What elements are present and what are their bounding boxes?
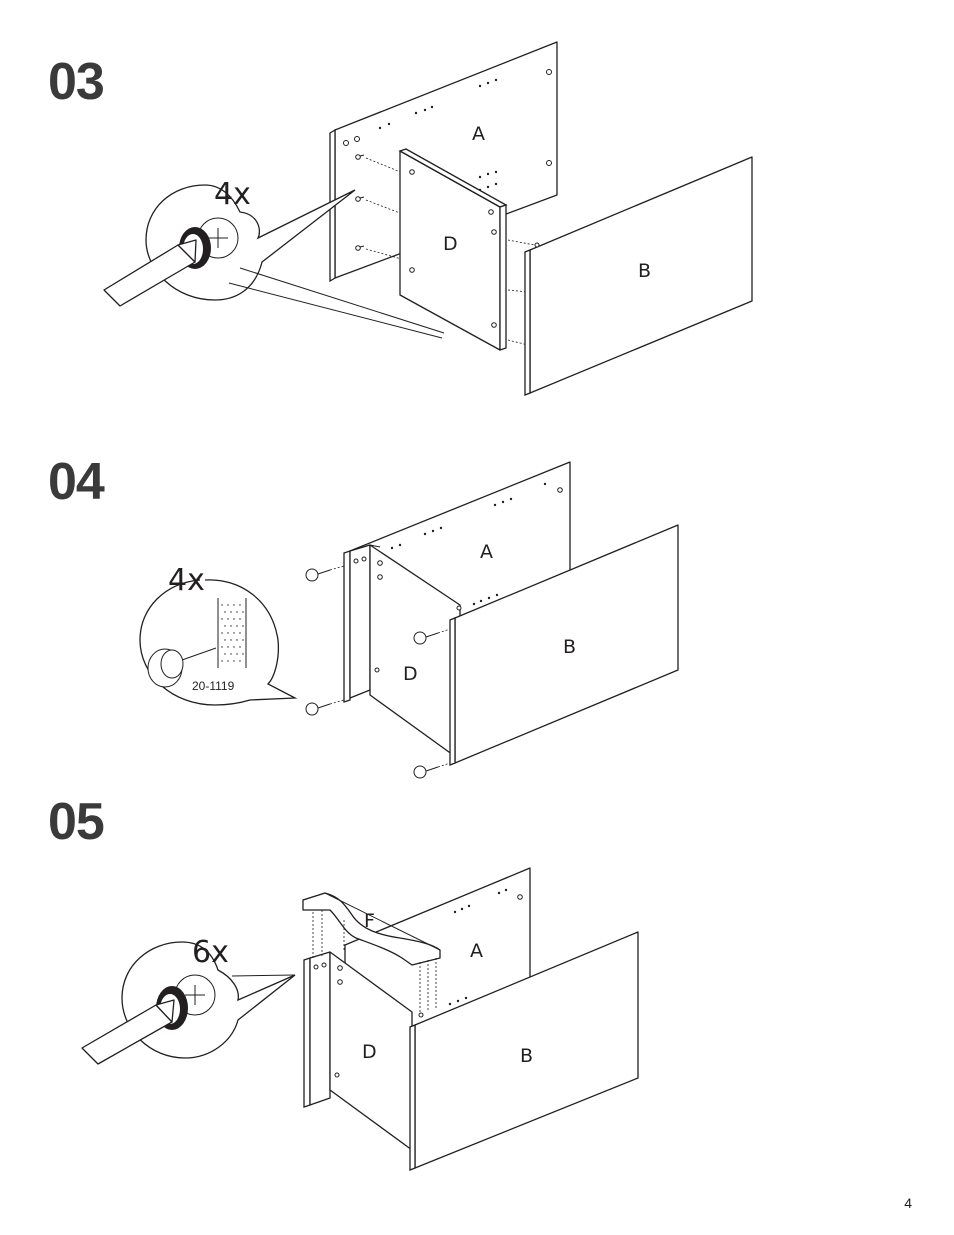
step-05-illustration: A D B F — [82, 868, 638, 1170]
panel-a-label-step-05: A — [470, 940, 483, 962]
glide-top-left — [306, 566, 344, 581]
panel-b-label-step-05: B — [520, 1045, 533, 1067]
panel-a-label-step-03: A — [472, 123, 485, 145]
step-04-illustration: A D B — [140, 462, 678, 778]
panel-d-label-step-03: D — [443, 233, 458, 255]
panel-b-label-step-03: B — [638, 260, 651, 282]
panel-f-label-step-05: F — [364, 910, 375, 932]
glide-bottom-left — [306, 700, 344, 715]
step-03-illustration: A D B — [104, 42, 752, 395]
step-03-count: 4x — [214, 177, 251, 212]
part-code: 20-1119 — [192, 679, 235, 693]
step-04-count: 4x — [168, 563, 205, 598]
panel-b-label-step-04: B — [563, 636, 576, 658]
page-number: 4 — [904, 1195, 912, 1211]
step-05-count: 6x — [192, 935, 229, 970]
panel-d-label-step-04: D — [403, 663, 418, 685]
panel-a-label-step-04: A — [480, 541, 493, 563]
glide-callout-step-04: 4x 20-1119 — [140, 563, 295, 705]
glide-bottom-right — [414, 763, 450, 778]
screwdriver-callout-step-05: 6x — [82, 935, 295, 1064]
panel-d-label-step-05: D — [362, 1041, 377, 1063]
